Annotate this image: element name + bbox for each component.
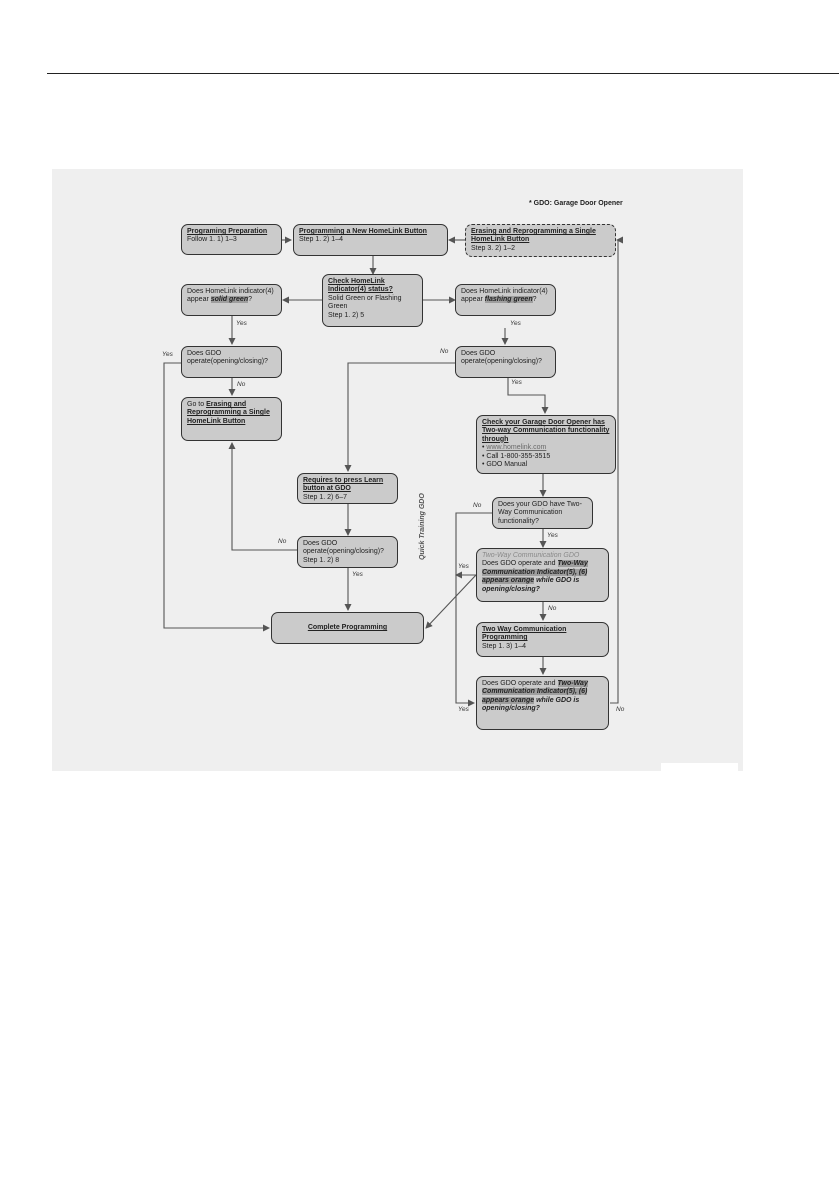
box-text: Go to	[187, 401, 207, 408]
box-title: Programing Preparation	[187, 228, 268, 235]
box-text: Does GDO operate(opening/closing)?	[303, 540, 384, 556]
two-way-gdo-box: Two-Way Communication GDO Does GDO opera…	[476, 548, 609, 602]
box-title: Erasing and Reprogramming a Single HomeL…	[471, 228, 596, 244]
programming-preparation-box: Programing Preparation Follow 1. 1) 1–3	[181, 224, 282, 255]
arrow-two-way-gdo-yes-to-complete	[425, 574, 477, 629]
box-title: Check HomeLink Indicator(4) status?	[328, 278, 393, 294]
list-item: GDO Manual	[482, 461, 610, 469]
box-link-text: Erasing and Reprogramming a Single HomeL…	[187, 401, 270, 425]
box-heading: Two-Way Communication GDO	[482, 552, 580, 559]
box-step: Step 1. 3) 1–4	[482, 642, 526, 650]
label-no-mid: No	[278, 538, 287, 545]
check-indicator-box: Check HomeLink Indicator(4) status? Soli…	[322, 274, 423, 327]
arrow-gdo-right-no-to-learn	[344, 362, 455, 472]
arrow-gdo-mid-no-to-goto	[228, 442, 297, 551]
box-text: Does GDO operate(opening/closing)?	[461, 350, 542, 366]
label-yes-solid: Yes	[236, 320, 247, 327]
box-title: Requires to press Learn button at GDO	[303, 477, 384, 493]
erase-reprogram-box: Erasing and Reprogramming a Single HomeL…	[465, 224, 616, 257]
learn-button-box: Requires to press Learn button at GDO St…	[297, 473, 398, 504]
box-step: Follow 1. 1) 1–3	[187, 236, 237, 244]
box-text: Does GDO operate(opening/closing)?	[187, 350, 268, 366]
label-no-two-way-gdo: No	[548, 605, 557, 612]
box-title: Programming a New HomeLink Button	[299, 228, 427, 235]
box-step: Step 3. 2) 1–2	[471, 244, 515, 252]
figure-code-tag	[661, 763, 738, 771]
check-two-way-box: Check your Garage Door Opener has Two-wa…	[476, 415, 616, 474]
arrow-gdo-right-to-check-two-way	[507, 378, 549, 414]
box-text-end: while GDO is opening/closing?	[482, 577, 580, 593]
goto-erase-box: Go to Erasing and Reprogramming a Single…	[181, 397, 282, 441]
gdo-operate-mid-box: Does GDO operate(opening/closing)? Step …	[297, 536, 398, 568]
box-step: Step 1. 2) 8	[303, 556, 340, 564]
gdo-operate-right-box: Does GDO operate(opening/closing)?	[455, 346, 556, 378]
arrow-final-no-to-erase	[610, 236, 623, 704]
two-way-programming-box: Two Way Communication Programming Step 1…	[476, 622, 609, 657]
label-yes-right: Yes	[511, 379, 522, 386]
final-check-box: Does GDO operate and Two-Way Communicati…	[476, 676, 609, 730]
check-method-list: www.homelink.com Call 1-800-355-3515 GDO…	[482, 444, 610, 469]
flashing-green-question-box: Does HomeLink indicator(4) appear flashi…	[455, 284, 556, 316]
complete-programming-box: Complete Programming	[271, 612, 424, 644]
label-no-right: No	[440, 348, 449, 355]
list-item: www.homelink.com	[482, 444, 610, 452]
header-rule	[47, 73, 839, 74]
solid-green-question-box: Does HomeLink indicator(4) appear solid …	[181, 284, 282, 316]
label-yes-two-way: Yes	[547, 532, 558, 539]
box-emphasis: solid green	[210, 296, 249, 304]
box-text: Does your GDO have Two-Way Communication…	[498, 501, 582, 525]
new-homelink-button-box: Programming a New HomeLink Button Step 1…	[293, 224, 448, 256]
box-title: Two Way Communication Programming	[482, 626, 567, 642]
gdo-operate-left-box: Does GDO operate(opening/closing)?	[181, 346, 282, 378]
box-step: Step 1. 2) 6–7	[303, 493, 347, 501]
arrow-have-no-to-final	[455, 512, 492, 707]
label-yes-left: Yes	[162, 351, 173, 358]
box-step: Step 1. 2) 5	[328, 311, 365, 319]
box-step: Step 1. 2) 1–4	[299, 236, 343, 244]
box-text: Does GDO operate and	[482, 560, 558, 568]
diagram-panel	[52, 169, 743, 771]
box-line: Solid Green or Flashing Green	[328, 294, 402, 311]
label-no-left: No	[237, 381, 246, 388]
homelink-website-link[interactable]: www.homelink.com	[486, 444, 547, 452]
label-yes-mid: Yes	[352, 571, 363, 578]
box-text-end: ?	[248, 296, 252, 304]
box-emphasis: flashing green	[484, 296, 533, 304]
box-text-end: ?	[532, 296, 537, 304]
box-text: Does HomeLink indicator(4) appear	[461, 288, 548, 304]
box-text: Does HomeLink indicator(4) appear	[187, 288, 274, 304]
box-title: Complete Programming	[307, 624, 388, 631]
label-yes-final: Yes	[458, 706, 469, 713]
box-text: Does GDO operate and	[482, 680, 558, 687]
have-two-way-box: Does your GDO have Two-Way Communication…	[492, 497, 593, 529]
label-no-final: No	[616, 706, 625, 713]
label-yes-flash: Yes	[510, 320, 521, 327]
box-title: Check your Garage Door Opener has Two-wa…	[482, 419, 610, 443]
arrow-gdo-left-yes-to-complete	[163, 362, 270, 632]
quick-training-gdo-label: Quick Training GDO	[419, 493, 426, 560]
list-item: Call 1-800-355-3515	[482, 453, 610, 461]
box-text-end: while GDO is opening/closing?	[482, 696, 580, 713]
label-no-two-way: No	[473, 502, 482, 509]
gdo-footnote: * GDO: Garage Door Opener	[529, 200, 623, 207]
label-yes-quick: Yes	[458, 563, 469, 570]
